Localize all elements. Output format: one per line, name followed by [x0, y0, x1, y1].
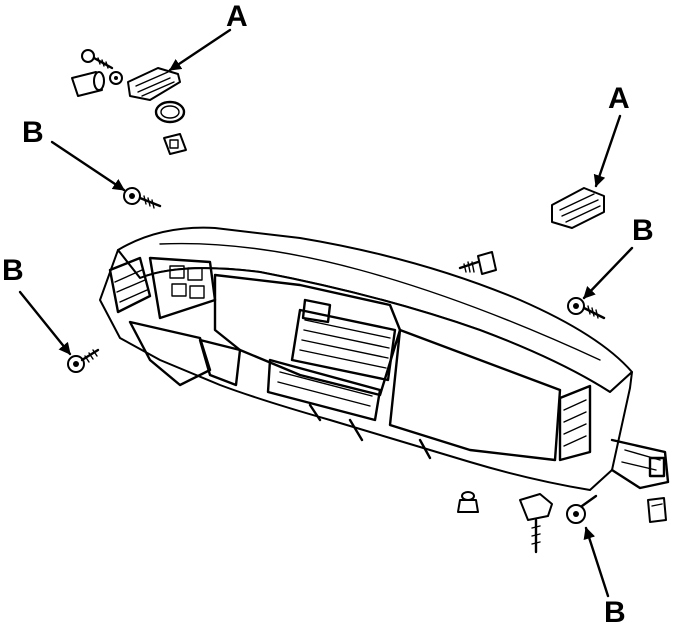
push-fastener-center — [458, 251, 497, 275]
callout-b-right: B — [632, 214, 654, 247]
screw-b-bottom — [566, 494, 598, 524]
dashboard-panel — [99, 226, 670, 491]
clip-cylinder — [71, 71, 105, 97]
screw-top-left — [81, 49, 114, 70]
vent-grille-a-top — [127, 67, 181, 101]
arrow-b-bottom — [583, 526, 610, 598]
arrow-a-top — [168, 28, 232, 72]
screw-b-upper-left — [123, 187, 162, 209]
nut-top-left — [109, 71, 123, 85]
small-clip-top-left — [163, 133, 187, 155]
grommet-bottom — [457, 491, 479, 513]
screw-b-right — [567, 297, 606, 320]
clip-bottom-right — [647, 497, 667, 523]
callout-b-left: B — [2, 254, 24, 287]
arrow-b-upper-left — [50, 140, 126, 192]
callout-b-upper-left: B — [22, 116, 44, 149]
vent-grille-a-right — [551, 187, 605, 229]
callout-b-bottom: B — [604, 596, 626, 629]
ring-gasket — [154, 100, 186, 124]
callout-a-top: A — [226, 0, 248, 33]
callout-a-right: A — [608, 82, 630, 115]
arrow-b-left — [18, 290, 72, 356]
bracket-clip-bottom — [519, 493, 553, 554]
arrow-b-right — [582, 246, 634, 300]
leader-arrows — [18, 28, 634, 598]
arrow-a-right — [593, 114, 622, 188]
screw-b-left — [67, 348, 100, 373]
